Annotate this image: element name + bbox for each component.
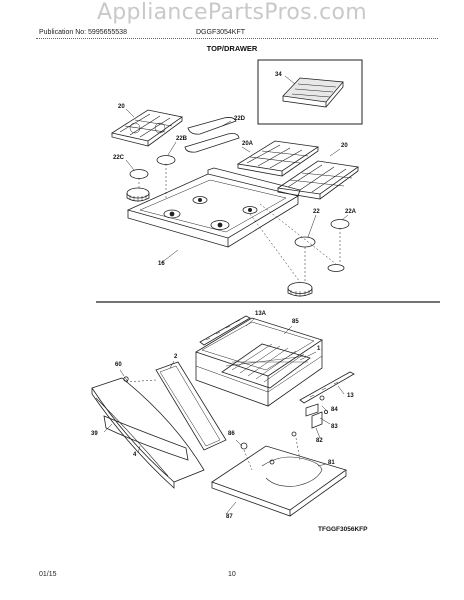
assembly-lines-bottom (125, 379, 301, 471)
cooktop (126, 167, 301, 248)
callout-13A: 13A (255, 311, 267, 317)
diagram-code: TFGGF3056KFP (318, 526, 368, 533)
drawer-bottom (211, 431, 347, 517)
model-number: DGGF3054KFT (196, 29, 246, 36)
center-griddle (184, 117, 240, 153)
drawer-inner-panel (155, 361, 227, 451)
inset-box (257, 59, 363, 125)
grate-left (110, 109, 183, 147)
grate-right-rear (236, 140, 320, 177)
callout-16: 16 (158, 261, 165, 267)
callout-13: 13 (347, 393, 354, 399)
footer-date: 01/15 (39, 571, 57, 578)
callout-85: 85 (292, 319, 299, 325)
footer-page: 10 (228, 571, 236, 578)
burner-head-left (126, 187, 150, 202)
callout-22D: 22D (234, 116, 246, 122)
callout-22B: 22B (176, 136, 188, 142)
burner-cap-22 (294, 236, 316, 248)
watermark: AppliancePartsPros.com (96, 0, 368, 25)
drawer-front (91, 377, 205, 489)
callout-83: 83 (331, 424, 338, 430)
callout-22C: 22C (113, 155, 125, 161)
callout-86: 86 (228, 431, 235, 437)
publication-number: Publication No: 5995655538 (39, 29, 127, 36)
grate-right-front (276, 160, 360, 200)
section-title: TOP/DRAWER (206, 44, 258, 53)
callout-20-left: 20 (118, 104, 125, 110)
callout-34: 34 (275, 72, 282, 78)
burner-cap-22b (156, 155, 176, 165)
callout-1: 1 (317, 346, 321, 352)
leaders-top (125, 75, 349, 264)
callout-81: 81 (328, 460, 335, 466)
drawer-box (195, 317, 323, 407)
leaders-bottom (103, 318, 345, 515)
header-rule (36, 38, 438, 39)
callout-4: 4 (133, 452, 137, 458)
callout-20A: 20A (242, 141, 254, 147)
broiler-rack (221, 343, 311, 389)
callout-20-right: 20 (341, 143, 348, 149)
callout-87: 87 (226, 514, 233, 520)
drawer-rail-left (199, 315, 251, 346)
callout-22: 22 (313, 209, 320, 215)
burner-head-right-small (327, 264, 345, 272)
callout-84: 84 (331, 407, 338, 413)
callout-82: 82 (316, 438, 323, 444)
burner-cap-22a (330, 219, 350, 229)
callout-2: 2 (174, 354, 178, 360)
assembly-lines-top (138, 164, 341, 283)
callout-60: 60 (115, 362, 122, 368)
callout-22A: 22A (345, 209, 357, 215)
burner-cap-22c (129, 169, 149, 179)
callout-39: 39 (91, 431, 98, 437)
drawer-rail-right (299, 371, 355, 404)
hinge-parts (305, 395, 328, 429)
burner-head-right (287, 282, 313, 297)
screw-60 (123, 376, 129, 382)
